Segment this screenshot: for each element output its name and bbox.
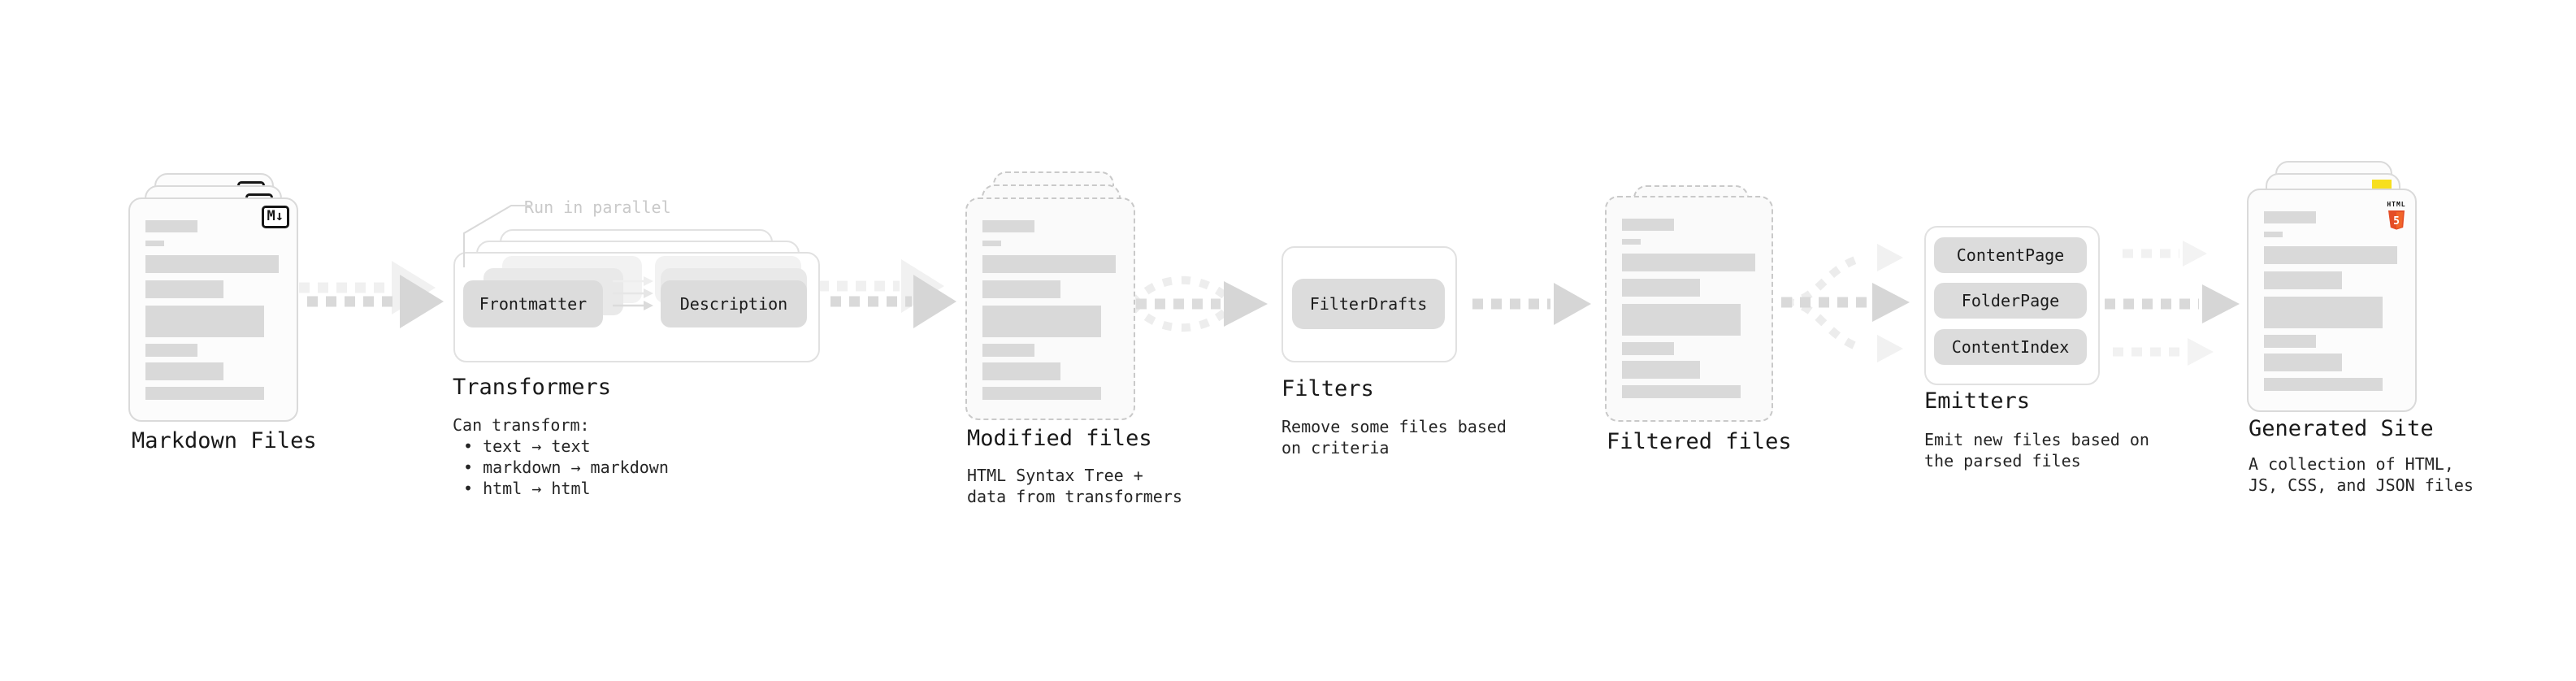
text-line-bar <box>1622 219 1674 231</box>
filters-title: Filters <box>1281 376 1374 401</box>
transformers-title: Transformers <box>453 375 612 400</box>
text-line-bar <box>2264 232 2283 237</box>
transformers-caption: Can transform: • text → text • markdown … <box>453 414 669 499</box>
contentpage-pill: ContentPage <box>1934 237 2087 273</box>
text-line-bar <box>1622 239 1641 245</box>
arrow-filters-to-filtered-icon <box>1472 283 1591 325</box>
text-line-bar <box>145 241 164 246</box>
arrow-modified-to-filters-icon <box>1130 275 1268 332</box>
arrow-markdown-to-transformers-ghost-icon <box>299 261 436 314</box>
text-line-bar <box>982 241 1001 246</box>
arrow-emitters-to-generated-top-icon <box>2123 241 2207 267</box>
emitters-title: Emitters <box>1924 388 2031 414</box>
arrow-transformers-to-modified-ghost-icon <box>818 259 944 313</box>
html5-number: 5 <box>2393 215 2400 228</box>
markdown-logo-icon: M↓ <box>261 206 289 228</box>
filters-caption: Remove some files based on criteria <box>1281 416 1507 458</box>
text-line-bar <box>145 280 223 298</box>
modified-files-caption: HTML Syntax Tree + data from transformer… <box>967 465 1182 507</box>
caption-bullet: • html → html <box>463 479 591 498</box>
text-line-bar <box>2264 297 2383 328</box>
html5-logo-icon: HTML 5 <box>2387 194 2406 232</box>
text-line-bar <box>1622 254 1755 271</box>
text-line-bar <box>982 362 1060 380</box>
javascript-logo-icon <box>2372 180 2392 189</box>
caption-line: A collection of HTML, <box>2249 454 2454 474</box>
text-line-bar <box>982 306 1101 337</box>
caption-bullet: • text → text <box>463 436 591 456</box>
text-line-bar <box>2264 271 2342 289</box>
text-line-bar <box>1622 304 1741 336</box>
description-pill: Description <box>661 280 807 327</box>
folderpage-pill: FolderPage <box>1934 283 2087 319</box>
text-line-bar <box>2264 246 2397 264</box>
text-line-bar <box>982 344 1034 357</box>
text-line-bar <box>145 344 197 357</box>
caption-line: JS, CSS, and JSON files <box>2249 475 2474 495</box>
caption-line: Remove some files based <box>1281 417 1507 436</box>
text-line-bar <box>982 280 1060 298</box>
markdown-files-title: Markdown Files <box>132 428 317 453</box>
text-line-bar <box>982 220 1034 232</box>
arrow-emitters-to-generated-middle-icon <box>2105 284 2240 323</box>
generated-site-title: Generated Site <box>2249 416 2434 441</box>
modified-files-title: Modified files <box>967 426 1152 451</box>
emitters-caption: Emit new files based on the parsed files <box>1924 429 2149 471</box>
arrow-markdown-to-transformers-icon <box>307 275 444 328</box>
caption-line: HTML Syntax Tree + <box>967 466 1143 485</box>
generated-site-caption: A collection of HTML, JS, CSS, and JSON … <box>2249 453 2474 496</box>
text-line-bar <box>2264 335 2316 348</box>
arrow-emitters-to-generated-bottom-icon <box>2113 338 2214 366</box>
modified-file-card-front <box>965 197 1135 420</box>
text-line-bar <box>2264 354 2342 371</box>
caption-line: Can transform: <box>453 415 590 435</box>
filterdrafts-pill: FilterDrafts <box>1292 279 1445 329</box>
text-line-bar <box>1622 279 1700 297</box>
text-line-bar <box>982 255 1116 273</box>
caption-line: on criteria <box>1281 438 1390 458</box>
arrow-filtered-to-emitters-icon <box>1781 244 1910 362</box>
text-line-bar <box>982 387 1101 400</box>
run-in-parallel-annotation: Run in parallel <box>524 197 671 217</box>
arrow-transformers-to-modified-icon <box>830 275 956 328</box>
generated-site-card-html: HTML 5 <box>2247 189 2417 412</box>
text-line-bar <box>1622 361 1700 379</box>
caption-line: Emit new files based on <box>1924 430 2149 449</box>
filtered-files-title: Filtered files <box>1607 429 1792 454</box>
text-line-bar <box>1622 385 1741 398</box>
text-line-bar <box>2264 211 2316 223</box>
frontmatter-pill: Frontmatter <box>463 280 603 327</box>
caption-line: the parsed files <box>1924 451 2081 471</box>
filtered-file-card-front <box>1605 196 1773 422</box>
caption-bullet: • markdown → markdown <box>463 458 669 477</box>
contentindex-pill: ContentIndex <box>1934 329 2087 365</box>
text-line-bar <box>145 220 197 232</box>
text-line-bar <box>145 387 264 400</box>
text-line-bar <box>2264 378 2383 391</box>
markdown-file-card-front: M↓ <box>128 197 298 422</box>
caption-line: data from transformers <box>967 487 1182 506</box>
text-line-bar <box>145 255 279 273</box>
text-line-bar <box>1622 342 1674 355</box>
text-line-bar <box>145 362 223 380</box>
text-line-bar <box>145 306 264 337</box>
